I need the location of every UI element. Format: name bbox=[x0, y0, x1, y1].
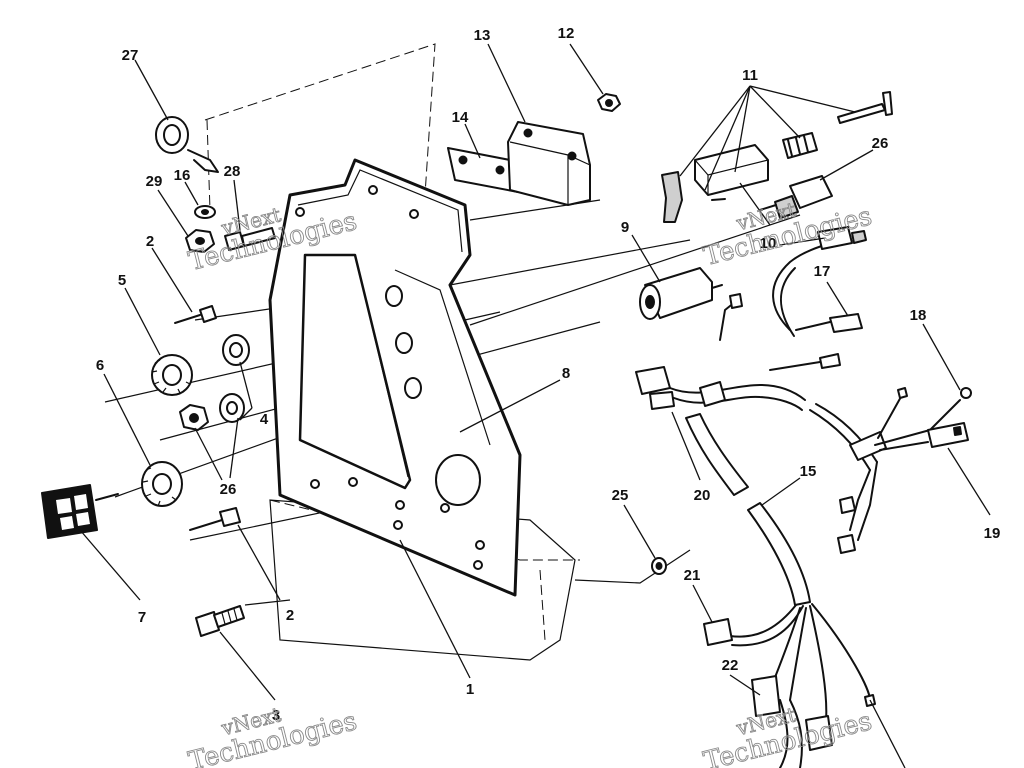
callout-15: 15 bbox=[800, 463, 817, 480]
screw-28 bbox=[224, 227, 276, 251]
wiring-harness bbox=[635, 226, 972, 768]
callout-20: 20 bbox=[694, 487, 711, 504]
callout-11: 11 bbox=[742, 67, 758, 84]
callout-5: 5 bbox=[118, 272, 126, 289]
callout-22: 22 bbox=[722, 657, 739, 674]
housing-outline bbox=[269, 499, 580, 661]
key-tag-7 bbox=[41, 484, 119, 539]
bracket-13 bbox=[507, 121, 591, 206]
callout-12: 12 bbox=[558, 25, 575, 42]
switch-assembly-11 bbox=[661, 91, 893, 223]
callout-labels: 27 16 28 29 2 5 6 4 26 7 2 3 1 8 14 13 1… bbox=[96, 25, 1001, 724]
bolt-3 bbox=[195, 605, 245, 637]
washer-25 bbox=[651, 557, 667, 575]
toggle-switch-26 bbox=[759, 175, 833, 219]
washer-4b bbox=[219, 393, 245, 423]
washer-4a bbox=[222, 334, 250, 366]
bracket-14 bbox=[447, 147, 519, 193]
callout-3: 3 bbox=[272, 707, 280, 724]
callout-6: 6 bbox=[96, 357, 104, 374]
pin-2-upper bbox=[174, 305, 217, 324]
mounting-plate bbox=[268, 158, 522, 597]
callout-17: 17 bbox=[814, 263, 831, 280]
callout-8: 8 bbox=[562, 365, 570, 382]
callout-18: 18 bbox=[910, 307, 927, 324]
callout-29: 29 bbox=[146, 173, 163, 190]
nut-6 bbox=[141, 461, 183, 507]
callout-14: 14 bbox=[452, 109, 469, 126]
watermark-2: vNext Technologies bbox=[700, 197, 875, 273]
callout-16: 16 bbox=[174, 167, 191, 184]
callout-2-lower: 2 bbox=[286, 607, 294, 624]
pin-2-lower bbox=[189, 507, 241, 531]
nut-29 bbox=[185, 229, 215, 253]
nut-26-left bbox=[179, 404, 209, 431]
callout-1: 1 bbox=[466, 681, 474, 698]
callout-7: 7 bbox=[138, 609, 146, 626]
callout-10: 10 bbox=[760, 235, 777, 252]
callout-2-upper: 2 bbox=[146, 233, 154, 250]
callout-13: 13 bbox=[474, 27, 491, 44]
callout-4: 4 bbox=[260, 411, 269, 428]
callout-leaders bbox=[79, 43, 991, 768]
callout-19: 19 bbox=[984, 525, 1001, 542]
watermark-4: vNext Technologies bbox=[700, 702, 875, 768]
callout-9: 9 bbox=[621, 219, 629, 236]
callout-27: 27 bbox=[122, 47, 139, 64]
callout-28: 28 bbox=[224, 163, 241, 180]
callout-25: 25 bbox=[612, 487, 629, 504]
callout-26-right: 26 bbox=[872, 135, 889, 152]
callout-26-left: 26 bbox=[220, 481, 237, 498]
nut-5 bbox=[151, 354, 193, 396]
nut-12 bbox=[597, 93, 621, 112]
key-ring-27 bbox=[155, 116, 219, 173]
lock-cylinder-9 bbox=[639, 267, 723, 320]
callout-21: 21 bbox=[684, 567, 701, 584]
washer-16 bbox=[194, 205, 216, 219]
watermark-3: vNext Technologies bbox=[185, 702, 360, 768]
